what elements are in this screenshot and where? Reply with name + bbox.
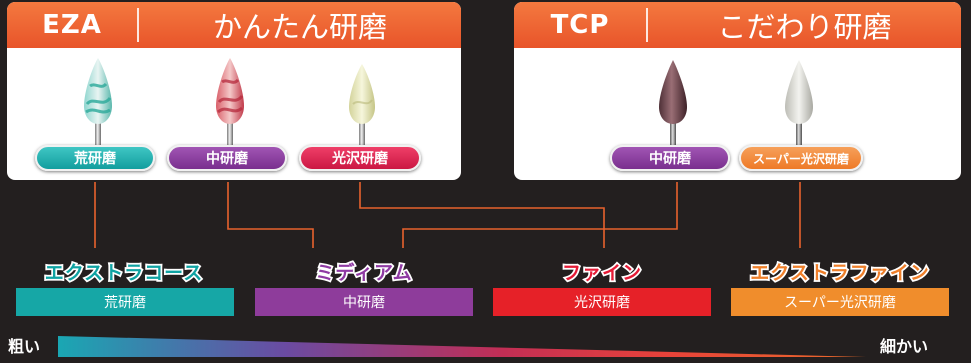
bar-medium: 中研磨 <box>255 288 473 316</box>
tcp-header: TCP こだわり研磨 <box>514 2 961 48</box>
eza-gloss-bur-image <box>349 64 375 148</box>
tcp-super-gloss-bur-image <box>785 60 813 150</box>
eza-medium-bur-image <box>216 58 244 148</box>
tcp-brand: TCP <box>550 10 610 40</box>
eza-method-title: かんたん研磨 <box>212 10 387 44</box>
tcp-medium-pill: 中研磨 <box>610 145 730 171</box>
eza-header: EZA かんたん研磨 <box>7 2 461 48</box>
header-divider <box>137 8 139 42</box>
eza-gloss-pill: 光沢研磨 <box>299 145 421 171</box>
grade-fine: ファイン <box>560 260 643 286</box>
grade-extra-coarse: エクストラコース <box>43 260 204 286</box>
bar-coarse: 荒研磨 <box>16 288 234 316</box>
tcp-card: TCP こだわり研磨 中研磨 スーパー光沢研磨 <box>514 2 961 180</box>
bar-gloss: 光沢研磨 <box>493 288 711 316</box>
grade-extra-fine: エクストラファイン <box>749 260 931 286</box>
eza-medium-pill: 中研磨 <box>167 145 287 171</box>
header-divider <box>646 8 648 42</box>
line-eza-gloss <box>359 182 605 248</box>
grade-medium: ミディアム <box>314 260 414 286</box>
eza-brand: EZA <box>42 10 102 40</box>
line-eza-medium <box>227 182 314 248</box>
eza-coarse-bur-image <box>84 58 112 148</box>
tcp-medium-bur-image <box>659 60 687 150</box>
tcp-super-gloss-pill: スーパー光沢研磨 <box>739 145 863 171</box>
eza-card: EZA かんたん研磨 荒研磨 中研磨 光沢研磨 <box>7 2 461 180</box>
eza-coarse-pill: 荒研磨 <box>35 145 155 171</box>
scale-fine-label: 細かい <box>880 337 929 356</box>
line-tcp-medium <box>402 182 678 248</box>
tcp-method-title: こだわり研磨 <box>717 10 892 44</box>
scale-coarse-label: 粗い <box>8 337 41 356</box>
bar-super-gloss: スーパー光沢研磨 <box>731 288 949 316</box>
